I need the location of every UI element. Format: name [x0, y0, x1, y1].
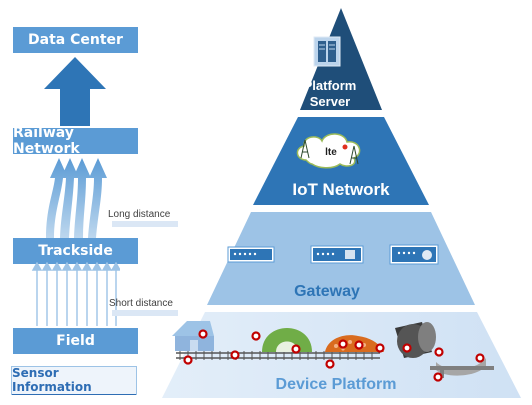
- bridge-icon: [325, 335, 384, 352]
- up-arrow-icon: [44, 57, 106, 126]
- gateway-device-icon: [389, 244, 439, 265]
- antenna-icon: [300, 139, 359, 165]
- short-distance-underline: [112, 310, 178, 316]
- sensor-dot-icon: [183, 329, 485, 382]
- rail-profile-icon: [430, 358, 494, 378]
- data-center-box: Data Center: [13, 27, 138, 53]
- railway-track-icon: [176, 351, 380, 360]
- platform-server-tier: [300, 8, 382, 110]
- short-distance-arrows-icon: [31, 262, 120, 326]
- long-distance-label: Long distance: [108, 209, 171, 220]
- platform-server-label-line1: Platform: [304, 78, 357, 93]
- station-building-icon: [172, 321, 214, 351]
- iot-network-label: IoT Network: [292, 180, 390, 199]
- gateway-label: Gateway: [294, 283, 360, 300]
- platform-server-label-line2: Server: [310, 94, 350, 109]
- device-platform-label: Device Platform: [276, 376, 397, 393]
- gateway-device-icon: [310, 245, 364, 264]
- sensor-information-box: Sensor Information: [11, 366, 137, 395]
- trackside-box: Trackside: [13, 238, 138, 264]
- field-box: Field: [13, 328, 138, 354]
- railway-network-box: Railway Network: [13, 125, 138, 157]
- lte-badge-label: lte: [325, 147, 337, 158]
- server-rack-icon: [313, 36, 341, 67]
- long-distance-underline: [112, 221, 178, 227]
- long-distance-arrows-icon: [46, 158, 107, 238]
- short-distance-label: Short distance: [109, 298, 173, 309]
- sensor-information-label: Sensor Information: [12, 366, 136, 395]
- gateway-device-icon: [227, 246, 275, 263]
